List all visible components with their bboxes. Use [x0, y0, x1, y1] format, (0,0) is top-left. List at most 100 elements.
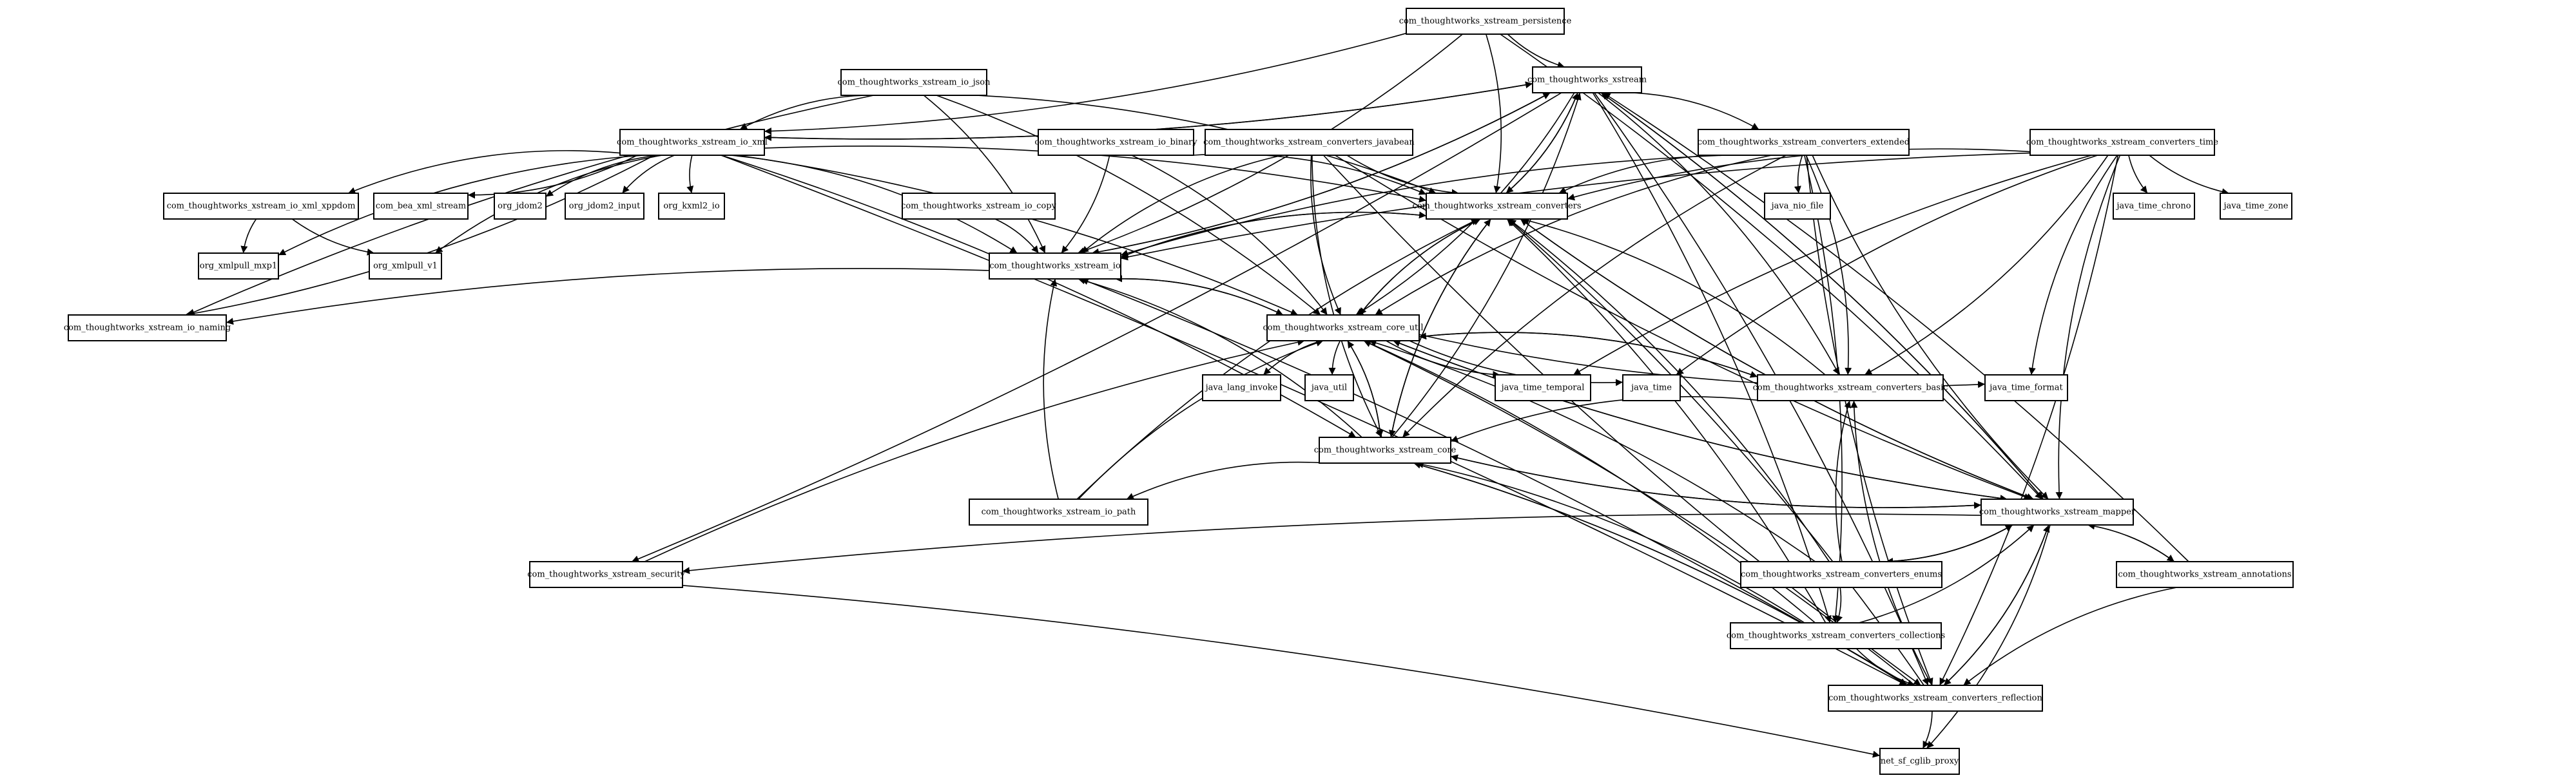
node-box [1764, 193, 1831, 220]
node-box [2116, 561, 2294, 588]
edge-core-util-to-java-util [1328, 340, 1341, 376]
node-box [619, 129, 765, 156]
node-box [1205, 129, 1413, 156]
edge-conv-time-to-java-time [1676, 155, 2098, 376]
edge-mapper-to-core-util [1393, 339, 2008, 500]
node-security: com_thoughtworks_xstream_security [527, 561, 685, 588]
node-conv-javabean: com_thoughtworks_xstream_converters_java… [1203, 129, 1415, 156]
node-box [658, 193, 725, 220]
edge-core-util-to-converters [1359, 218, 1481, 316]
node-xstream: com_thoughtworks_xstream [1527, 66, 1647, 93]
node-layer: com_thoughtworks_xstream_persistence com_… [64, 8, 2294, 775]
node-label: org_jdom2_input [569, 202, 641, 211]
node-cglib-proxy: net_sf_cglib_proxy [1879, 748, 1960, 775]
edge-conv-extended-to-io [1120, 155, 1726, 257]
edge-io-xml-to-io-xml-xppdom [347, 150, 621, 195]
node-label: com_thoughtworks_xstream_io_json [838, 78, 991, 88]
edge-io-to-converters [1120, 211, 1427, 258]
edge-core-util-to-java-time-temporal [1386, 340, 1500, 378]
edge-conv-time-to-java-time-format [2028, 155, 2118, 376]
edge-converters-to-mapper [1520, 218, 2034, 500]
edge-io-json-to-core-util [936, 95, 1321, 316]
node-box [1304, 374, 1354, 401]
edge-conv-reflection-to-cglib-proxy [1922, 710, 1933, 749]
node-label: com_thoughtworks_xstream [1527, 75, 1647, 85]
edge-core-util-to-conv-basic [1419, 332, 1758, 378]
node-mapper: com_thoughtworks_xstream_mapper [1979, 499, 2136, 526]
node-conv-collections: com_thoughtworks_xstream_converters_coll… [1727, 622, 1945, 649]
node-label: net_sf_cglib_proxy [1881, 757, 1959, 766]
edge-conv-collections-to-mapper [1859, 524, 2035, 623]
node-org-xmlpull-mxp1: org_xmlpull_mxp1 [198, 252, 279, 280]
edge-conv-collections-to-conv-reflection [1855, 648, 1915, 687]
edge-io-json-to-io-naming [187, 95, 874, 316]
node-label: com_thoughtworks_xstream_io_naming [64, 323, 231, 333]
edge-conv-time-to-mapper [2055, 155, 2121, 500]
node-box [1740, 561, 1942, 588]
node-box [1698, 129, 1910, 156]
node-java-time-zone: java_time_zone [2220, 193, 2292, 220]
edge-persistence-to-converters [1486, 33, 1502, 194]
node-box [1495, 374, 1591, 401]
node-label: com_thoughtworks_xstream_converters_exte… [1698, 138, 1910, 147]
node-java-time: java_time [1622, 374, 1681, 401]
node-box [565, 193, 644, 220]
node-label: com_thoughtworks_xstream_converters_time [2026, 138, 2218, 147]
node-org-kxml2-io: org_kxml2_io [658, 193, 725, 220]
node-box [2220, 193, 2292, 220]
node-box [902, 193, 1056, 220]
node-org-jdom2: org_jdom2 [494, 193, 547, 220]
node-java-time-temporal: java_time_temporal [1495, 374, 1591, 401]
node-box [1622, 374, 1681, 401]
node-label: java_time [1630, 383, 1672, 393]
node-box [1980, 499, 2134, 526]
edge-core-to-io [1078, 277, 1362, 438]
node-label: com_thoughtworks_xstream_io [989, 262, 1121, 271]
edge-security-to-cglib-proxy [682, 585, 1881, 758]
edge-xstream-to-io [1091, 92, 1551, 256]
edge-xstream-to-security [631, 92, 1562, 562]
edge-mapper-to-core [1450, 454, 1982, 508]
edge-conv-extended-to-conv-basic [1805, 155, 1852, 376]
edge-conv-enums-to-mapper [1886, 524, 2013, 562]
node-box [198, 252, 279, 280]
edge-io-binary-to-core-util [1131, 155, 1328, 316]
edge-annotations-to-conv-reflection [1963, 587, 2177, 686]
node-label: com_thoughtworks_xstream_io_xml [617, 138, 768, 147]
node-box [840, 69, 987, 96]
node-io-copy: com_thoughtworks_xstream_io_copy [901, 193, 1057, 220]
edge-persistence-to-io-xml [764, 32, 1407, 135]
node-label: com_thoughtworks_xstream_io_copy [901, 202, 1056, 211]
node-conv-enums: com_thoughtworks_xstream_converters_enum… [1740, 561, 1942, 588]
node-conv-basic: com_thoughtworks_xstream_converters_basi… [1753, 374, 1948, 401]
node-box [529, 561, 683, 588]
edge-core-util-to-io [1115, 275, 1284, 316]
edge-conv-javabean-to-io [1081, 155, 1283, 254]
node-label: java_lang_invoke [1205, 383, 1278, 393]
node-label: com_thoughtworks_xstream_persistence [1399, 17, 1572, 26]
node-label: org_kxml2_io [663, 202, 719, 211]
node-java-time-format: java_time_format [1984, 374, 2068, 401]
edge-conv-time-to-conv-reflection [1939, 155, 2119, 686]
edge-mapper-to-annotations [2087, 524, 2175, 562]
node-label: com_thoughtworks_xstream_converters_enum… [1741, 570, 1942, 580]
edge-io-path-to-core-util [1078, 339, 1324, 500]
edge-persistence-to-io [1077, 33, 1463, 254]
edge-mapper-to-conv-enums [1886, 524, 2013, 565]
node-label: java_util [1310, 383, 1347, 393]
node-box [369, 252, 442, 280]
node-conv-time: com_thoughtworks_xstream_converters_time [2026, 129, 2218, 156]
edge-conv-basic-to-core-util [1419, 332, 1758, 377]
edge-core-util-to-java-time [1409, 340, 1623, 386]
edge-core-util-to-mapper [1393, 340, 2008, 502]
edge-conv-collections-to-core [1416, 461, 1805, 623]
node-box [1038, 129, 1194, 156]
edge-conv-reflection-to-converters [1507, 218, 1924, 686]
node-box [1266, 314, 1420, 341]
node-label: com_thoughtworks_xstream_mapper [1979, 508, 2136, 517]
node-org-jdom2-input: org_jdom2_input [565, 193, 644, 220]
node-persistence: com_thoughtworks_xstream_persistence [1399, 8, 1572, 35]
edge-conv-enums-to-conv-collections [1835, 587, 1843, 623]
edge-io-to-xstream [1091, 92, 1551, 254]
edge-io-xml-to-org-xmlpull-v1 [434, 155, 663, 254]
